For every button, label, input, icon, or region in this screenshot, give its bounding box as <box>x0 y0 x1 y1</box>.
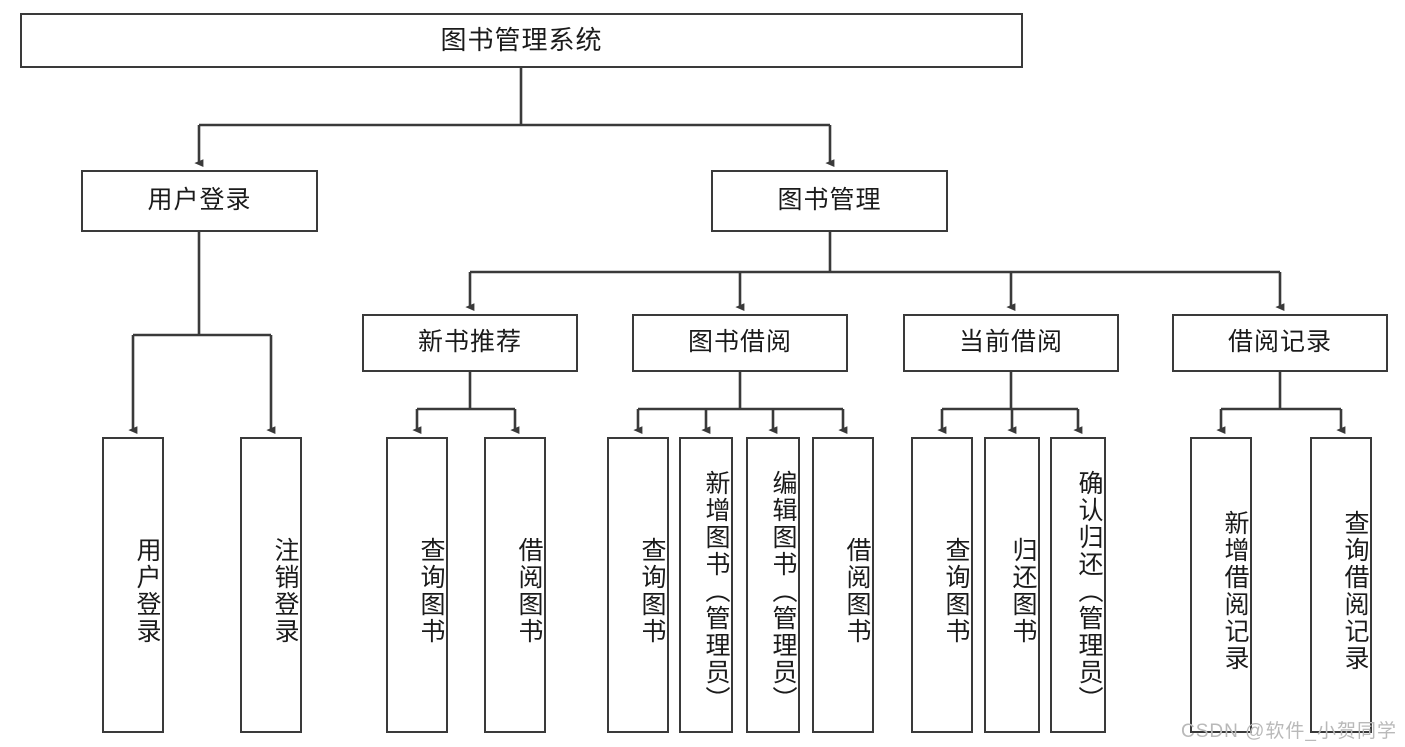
node-leaf-user-login[interactable]: 用户登录 <box>102 437 164 733</box>
node-leaf-user-login-label: 用户登录 <box>133 537 161 645</box>
node-leaf-query-book-3[interactable]: 查询图书 <box>911 437 973 733</box>
node-book-manage[interactable]: 图书管理 <box>711 170 948 232</box>
node-user-login[interactable]: 用户登录 <box>81 170 318 232</box>
node-leaf-add-book[interactable]: 新增图书（管理员） <box>679 437 733 733</box>
node-leaf-borrow-book-2-label: 借阅图书 <box>843 537 871 645</box>
node-current-borrow-label: 当前借阅 <box>958 328 1063 357</box>
node-leaf-query-book-1-label: 查询图书 <box>417 537 445 645</box>
node-leaf-confirm-return[interactable]: 确认归还（管理员） <box>1050 437 1106 733</box>
node-user-login-label: 用户登录 <box>147 186 252 215</box>
node-book-manage-label: 图书管理 <box>777 186 882 215</box>
node-root-label: 图书管理系统 <box>440 25 603 56</box>
node-leaf-user-logout[interactable]: 注销登录 <box>240 437 302 733</box>
node-book-borrow[interactable]: 图书借阅 <box>632 314 848 372</box>
node-leaf-borrow-book-1[interactable]: 借阅图书 <box>484 437 546 733</box>
node-leaf-borrow-book-2[interactable]: 借阅图书 <box>812 437 874 733</box>
node-borrow-record[interactable]: 借阅记录 <box>1172 314 1388 372</box>
node-leaf-query-book-1[interactable]: 查询图书 <box>386 437 448 733</box>
node-borrow-record-label: 借阅记录 <box>1227 328 1332 357</box>
node-leaf-query-borrow-record-label: 查询借阅记录 <box>1341 510 1369 672</box>
node-leaf-query-book-2-label: 查询图书 <box>638 537 666 645</box>
node-leaf-query-borrow-record[interactable]: 查询借阅记录 <box>1310 437 1372 733</box>
node-leaf-user-logout-label: 注销登录 <box>271 537 299 645</box>
node-leaf-add-borrow-record[interactable]: 新增借阅记录 <box>1190 437 1252 733</box>
node-leaf-add-book-label: 新增图书（管理员） <box>702 469 730 713</box>
node-leaf-return-book[interactable]: 归还图书 <box>984 437 1040 733</box>
node-leaf-query-book-2[interactable]: 查询图书 <box>607 437 669 733</box>
node-book-borrow-label: 图书借阅 <box>687 328 792 357</box>
node-leaf-edit-book[interactable]: 编辑图书（管理员） <box>746 437 800 733</box>
node-leaf-add-borrow-record-label: 新增借阅记录 <box>1221 510 1249 672</box>
node-leaf-return-book-label: 归还图书 <box>1009 537 1037 645</box>
node-leaf-query-book-3-label: 查询图书 <box>942 537 970 645</box>
watermark-text: CSDN @软件_小贺同学 <box>1181 721 1397 742</box>
node-leaf-borrow-book-1-label: 借阅图书 <box>515 537 543 645</box>
node-current-borrow[interactable]: 当前借阅 <box>903 314 1119 372</box>
node-new-book-recommend-label: 新书推荐 <box>417 328 522 357</box>
node-root[interactable]: 图书管理系统 <box>20 13 1023 68</box>
node-leaf-edit-book-label: 编辑图书（管理员） <box>769 469 797 713</box>
node-leaf-confirm-return-label: 确认归还（管理员） <box>1075 469 1103 713</box>
node-new-book-recommend[interactable]: 新书推荐 <box>362 314 578 372</box>
